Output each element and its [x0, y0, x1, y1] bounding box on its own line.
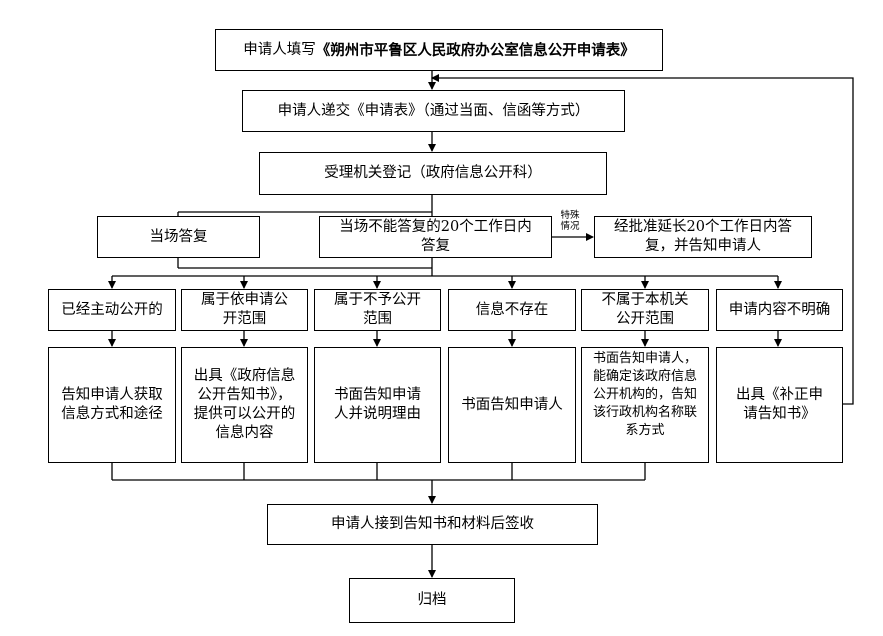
- node-submit: 申请人递交《申请表》（通过当面、信函等方式）: [242, 90, 625, 132]
- arrow-feedback-loop: [431, 74, 854, 405]
- node-register: 受理机关登记（政府信息公开科）: [259, 152, 607, 195]
- node-res-unclear: 出具《补正申请告知书》: [716, 347, 843, 463]
- node-res-not-agency: 书面告知申请人，能确定该政府信息公开机构的，告知该行政机构名称联系方式: [581, 347, 709, 463]
- node-res-public: 告知申请人获取信息方式和途径: [48, 347, 176, 463]
- node-res-apply-scope: 出具《政府信息公开告知书》，提供可以公开的信息内容: [181, 347, 308, 463]
- node-cat-not-exist: 信息不存在: [448, 289, 576, 331]
- node-res-not-public: 书面告知申请人并说明理由: [314, 347, 441, 463]
- node-sign: 申请人接到告知书和材料后签收: [267, 504, 598, 545]
- node-extend: 经批准延长20个工作日内答复，并告知申请人: [594, 216, 812, 258]
- node-reply-spot: 当场答复: [97, 216, 260, 258]
- node-cat-not-agency: 不属于本机关公开范围: [581, 289, 709, 331]
- node-cat-public: 已经主动公开的: [48, 289, 176, 331]
- node-reply-20days: 当场不能答复的20个工作日内答复: [319, 216, 552, 258]
- node-apply-form-prefix: 申请人填写: [243, 41, 316, 58]
- node-cat-not-public: 属于不予公开范围: [314, 289, 441, 331]
- edge-label-special: 特殊情况: [560, 210, 580, 232]
- node-res-not-exist: 书面告知申请人: [448, 347, 576, 463]
- node-cat-unclear: 申请内容不明确: [716, 289, 843, 331]
- node-apply-form-title: 《朔州市平鲁区人民政府办公室信息公开申请表》: [315, 41, 635, 59]
- node-archive: 归档: [349, 578, 515, 623]
- node-cat-apply-scope: 属于依申请公开范围: [181, 289, 308, 331]
- node-apply-form: 申请人填写《朔州市平鲁区人民政府办公室信息公开申请表》: [215, 29, 663, 71]
